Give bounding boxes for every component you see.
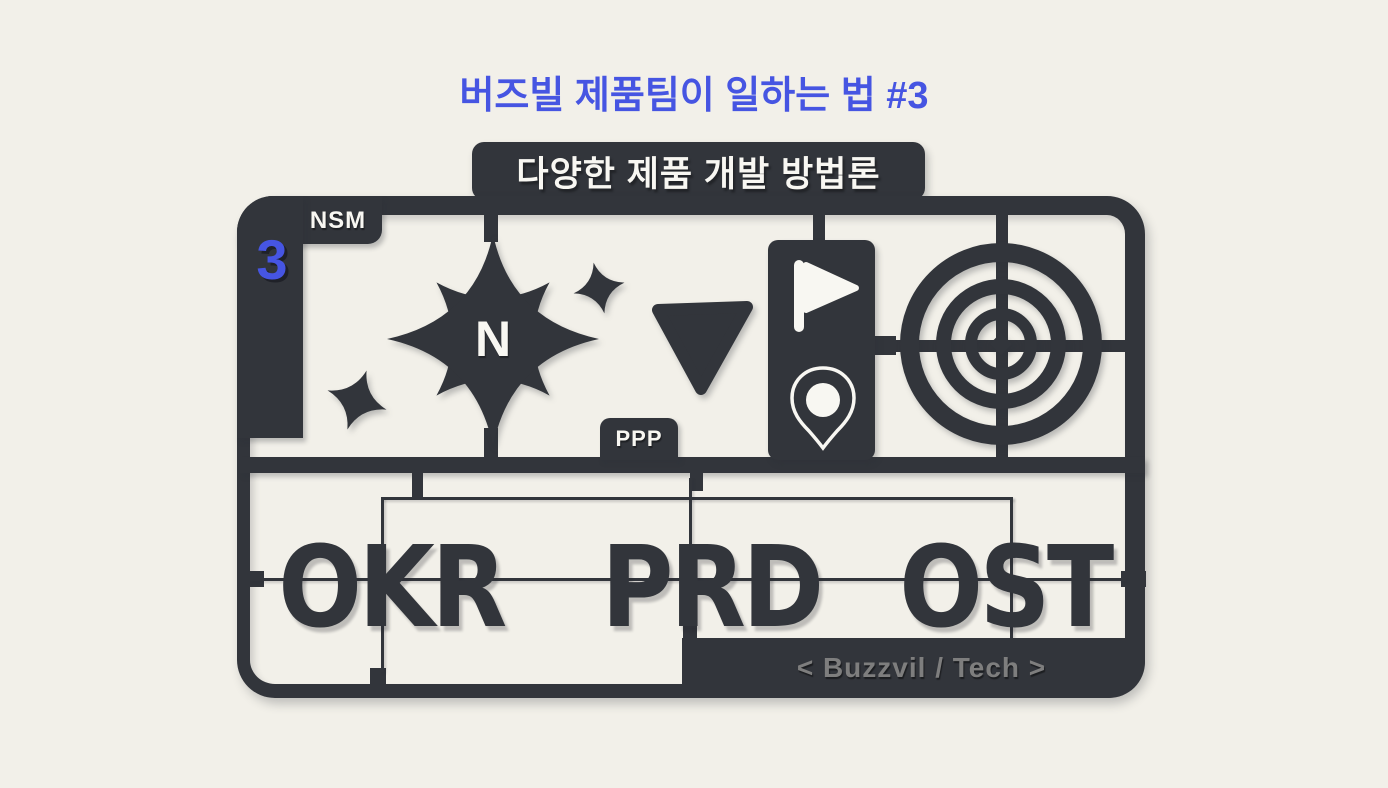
methodology-okr: OKR: [278, 523, 507, 653]
methodology-prd: PRD: [601, 523, 824, 653]
sprue-stub: [370, 668, 386, 688]
sprue-line-rect-left: [381, 497, 384, 672]
sprue-line-horizontal: [250, 578, 1126, 581]
methodology-ost: OST: [899, 523, 1114, 653]
banner-title: 다양한 제품 개발 방법론: [516, 154, 881, 194]
footer-plate: < Buzzvil / Tech >: [682, 638, 1145, 698]
sprue-line-vertical: [689, 478, 692, 632]
sparkle-icon: [573, 262, 625, 314]
sprue-line-rect-top: [381, 497, 1013, 500]
sprue-line-rect-right: [1010, 497, 1013, 639]
ppp-tab: PPP: [600, 418, 678, 460]
sprue-stub: [484, 210, 498, 242]
compass-north-letter: N: [474, 311, 512, 367]
cursor-pointer-icon: [652, 301, 753, 395]
page-title: 버즈빌 제품팀이 일하는 법 #3: [459, 75, 929, 117]
sprue-stub: [813, 210, 825, 242]
compass-rose-icon: [387, 234, 599, 446]
target-icon: [900, 243, 1102, 445]
issue-number-badge: 3: [256, 228, 288, 291]
banner: 다양한 제품 개발 방법론: [472, 142, 925, 200]
sprue-stub: [412, 472, 423, 500]
sprue-stub: [683, 626, 697, 640]
ppp-label: PPP: [615, 426, 663, 451]
flag-icon: [794, 260, 859, 332]
corner-column: [237, 196, 303, 438]
sprue-stub: [1121, 571, 1146, 587]
sparkle-icon: [327, 370, 387, 430]
footer-credit: < Buzzvil / Tech >: [796, 652, 1047, 683]
middle-sprue-bar: [240, 457, 1145, 473]
location-pin-icon: [790, 366, 856, 451]
nsm-label: NSM: [309, 207, 367, 234]
sprue-stub: [690, 471, 703, 491]
